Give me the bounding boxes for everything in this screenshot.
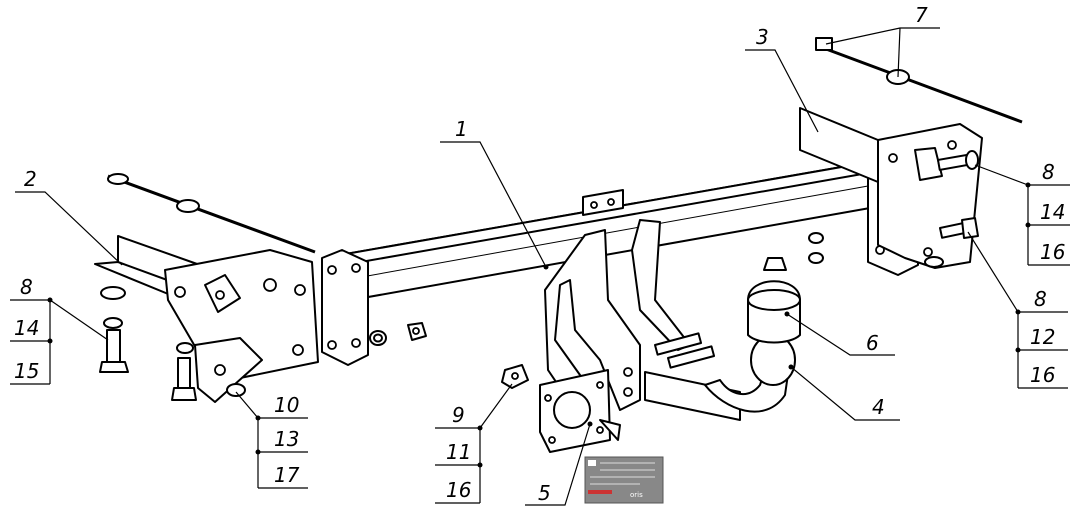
callout-5: 5 bbox=[538, 481, 551, 505]
callout-6: 6 bbox=[866, 331, 879, 355]
right-side-bracket bbox=[799, 107, 983, 269]
cable-tie-left bbox=[107, 173, 316, 254]
stack-bm-2: 11 bbox=[446, 440, 471, 464]
callout-7: 7 bbox=[915, 3, 928, 27]
stack-left-2: 14 bbox=[14, 316, 39, 340]
cable-tie-right bbox=[815, 37, 1023, 124]
crossbar-nuts bbox=[369, 322, 427, 346]
stack-left-3: 15 bbox=[14, 359, 39, 383]
stack-rb-3: 16 bbox=[1030, 363, 1055, 387]
tow-ball-cap bbox=[747, 257, 801, 344]
stack-bm-3: 16 bbox=[446, 478, 471, 502]
callout-2: 2 bbox=[24, 167, 37, 191]
stack-bl-2: 13 bbox=[274, 427, 299, 451]
stack-bl-3: 17 bbox=[274, 463, 300, 487]
callout-1: 1 bbox=[455, 117, 468, 141]
stack-bm-1: 9 bbox=[452, 403, 465, 427]
stack-rt-2: 14 bbox=[1040, 200, 1065, 224]
stack-left-1: 8 bbox=[20, 275, 33, 299]
callout-labels: 1 2 3 4 5 6 7 8 14 15 8 14 16 8 12 16 10… bbox=[14, 3, 1065, 505]
callout-3: 3 bbox=[756, 25, 769, 49]
id-plate-brand: oris bbox=[630, 491, 643, 499]
leader-lines bbox=[10, 27, 1070, 506]
nut-9 bbox=[501, 364, 529, 389]
main-crossbar bbox=[339, 161, 886, 303]
callout-4: 4 bbox=[872, 395, 885, 419]
id-plate: oris bbox=[584, 456, 664, 504]
stack-rt-3: 16 bbox=[1040, 240, 1065, 264]
stack-rt-1: 8 bbox=[1042, 160, 1055, 184]
stack-rb-2: 12 bbox=[1030, 325, 1055, 349]
stack-rb-1: 8 bbox=[1034, 287, 1047, 311]
left-flange-plate bbox=[321, 249, 369, 366]
tow-ball-arm bbox=[644, 332, 796, 421]
left-side-bracket bbox=[94, 235, 319, 403]
left-bolt-set bbox=[99, 286, 246, 401]
socket-plate bbox=[539, 369, 621, 453]
stack-bl-1: 10 bbox=[274, 393, 299, 417]
